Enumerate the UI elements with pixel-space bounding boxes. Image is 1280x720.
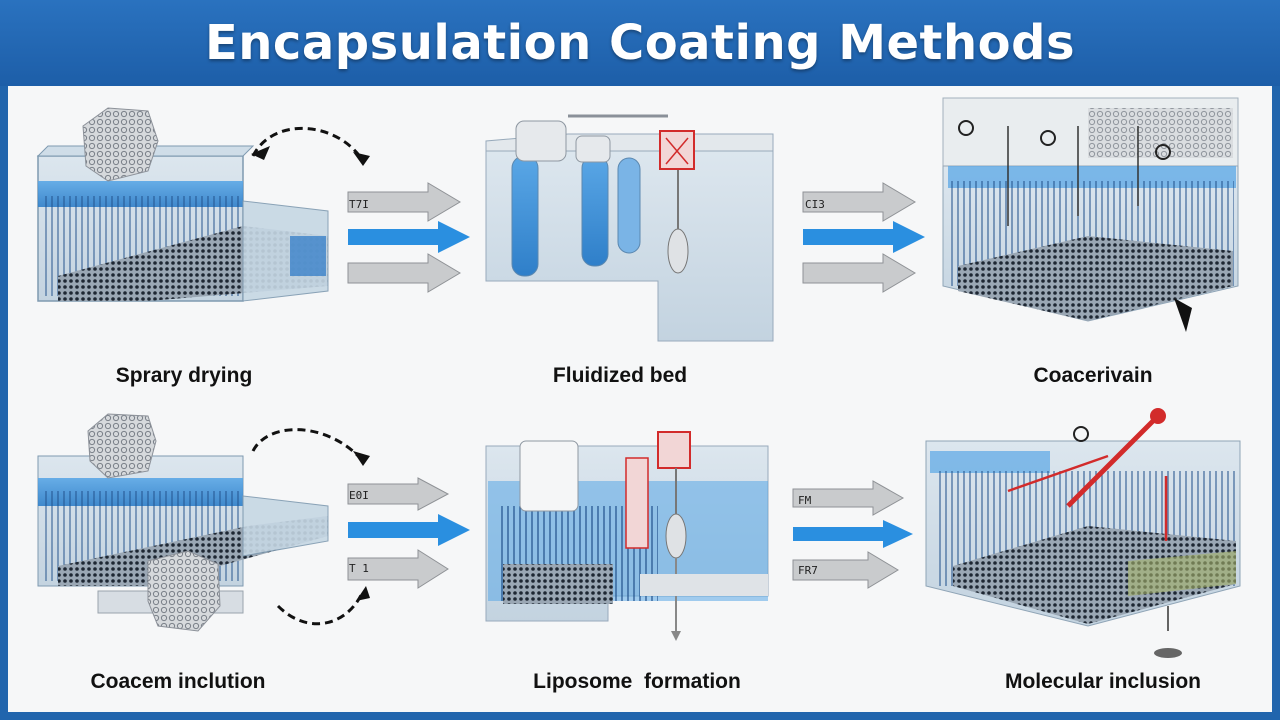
row1-flow-arrows-a <box>347 182 470 293</box>
spray-cycle-arrowhead <box>353 152 370 166</box>
page-title: Encapsulation Coating Methods <box>204 15 1076 71</box>
fluid-red-cage-detail-2 <box>665 137 689 165</box>
lipo-red-column <box>625 457 649 549</box>
lipo-particle-bed <box>503 564 613 604</box>
liposome-formation-illustration <box>485 431 769 641</box>
gray-arrow-top <box>347 182 461 222</box>
label-coacem-inclusion: Coacem inclution <box>90 670 266 693</box>
spray-drying-illustration <box>36 107 370 302</box>
lipo-container <box>519 440 579 512</box>
mol-molecule <box>1073 426 1089 442</box>
ci-cycle-arrow-top <box>251 428 365 462</box>
lipo-base <box>640 574 768 596</box>
mol-yellow-region <box>1128 551 1236 596</box>
coacem-inclusion-illustration <box>37 413 370 632</box>
ci-cycle-arrowhead-bottom <box>356 586 370 601</box>
spray-nozzle <box>290 236 326 276</box>
blue-arrow <box>348 221 470 253</box>
fluidized-bed-illustration <box>485 114 774 342</box>
row2-flow-arrows-a <box>347 477 470 589</box>
fluid-column-2 <box>581 155 609 267</box>
lipo-probe-bulb <box>665 513 687 559</box>
coac-mesh <box>1088 108 1233 158</box>
ci-cycle-arrow-bottom <box>276 590 365 626</box>
ci-powder-cluster-bottom <box>147 550 221 632</box>
fluid-cap-1 <box>515 120 567 162</box>
gray-arrow-bottom <box>792 551 899 589</box>
row1-flow-arrows-b <box>802 182 925 293</box>
spray-cycle-arrowhead-left <box>251 146 270 160</box>
tag-coacervation: CI3 <box>805 198 825 211</box>
mol-shadow-mark <box>1154 648 1182 658</box>
coac-particle-bed <box>958 236 1233 321</box>
gray-arrow-bottom <box>802 253 916 293</box>
blue-arrow <box>348 514 470 546</box>
mol-water-layer <box>930 451 1050 473</box>
methods-diagram <box>36 97 1241 658</box>
tag-row2-lower: T 1 <box>349 562 369 575</box>
mol-particle-bed <box>953 526 1236 624</box>
tag-molecular: FR7 <box>798 564 818 577</box>
coac-molecule-3 <box>1155 144 1171 160</box>
fluid-column-3 <box>617 157 641 254</box>
fluid-probe-bulb <box>667 228 689 274</box>
lipo-red-cage <box>657 431 691 469</box>
ci-cycle-arrowhead-top <box>353 451 370 466</box>
ci-powder-cluster-top <box>87 413 157 479</box>
coac-molecule-1 <box>958 120 974 136</box>
label-fluidized-bed: Fluidized bed <box>552 364 688 387</box>
tag-spray-drying: T7I <box>349 198 369 211</box>
spray-powder-cluster <box>82 107 159 182</box>
label-spray-drying: Sprary drying <box>115 364 253 387</box>
title-bar: Encapsulation Coating Methods <box>0 0 1280 86</box>
label-coacervation: Coacerivain <box>1033 364 1153 387</box>
diagram-panel: T7I CI3 E0I T 1 FM FR7 Sprary drying Flu… <box>8 86 1272 712</box>
spray-cycle-arrow <box>251 126 365 162</box>
molecular-inclusion-illustration <box>925 408 1241 658</box>
blue-arrow <box>793 520 913 548</box>
label-molecular-inclusion: Molecular inclusion <box>1004 670 1202 693</box>
gray-arrow-bottom <box>347 253 461 293</box>
row2-flow-arrows-b <box>792 480 913 589</box>
tag-coacem-inclusion: E0I <box>349 489 369 502</box>
ci-outlet-box <box>242 495 329 557</box>
gray-arrow-top <box>802 182 916 222</box>
mol-red-tip <box>1150 408 1166 424</box>
lipo-drain-arrow <box>671 631 681 641</box>
mol-red-line-1 <box>1007 454 1109 493</box>
blue-arrow <box>803 221 925 253</box>
gray-arrow-top <box>792 480 905 516</box>
tag-liposome: FM <box>798 494 812 507</box>
coacervation-illustration <box>942 97 1239 332</box>
fluid-column-1 <box>511 155 539 277</box>
fluid-cap-2 <box>575 135 611 163</box>
coac-molecule-2 <box>1040 130 1056 146</box>
label-liposome-formation: Liposome formation <box>533 670 741 693</box>
mol-red-tube <box>1066 414 1160 508</box>
gray-arrow-top <box>347 477 450 511</box>
coac-down-arrow <box>1174 298 1192 332</box>
gray-arrow-bottom <box>347 549 449 589</box>
